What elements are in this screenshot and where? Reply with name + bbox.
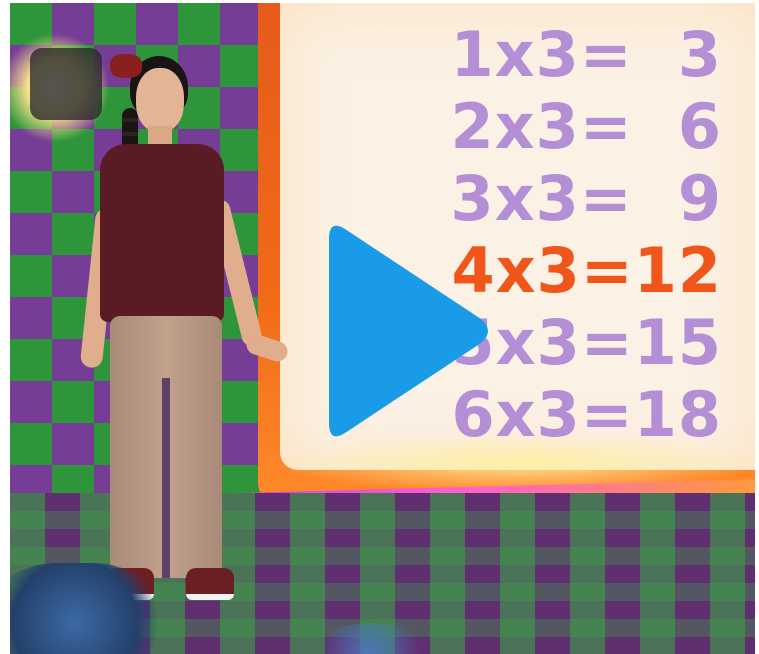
video-player[interactable]: 1x3= 3 2x3= 6 3x3= 9 4x3=12 5x3=15 6x3=1…	[10, 3, 755, 654]
presenter-right-shoe	[186, 568, 234, 600]
presenter-head	[136, 68, 184, 132]
studio-light-housing	[30, 48, 102, 120]
play-button[interactable]	[315, 211, 495, 451]
fact-row: 6x3=18	[451, 378, 722, 451]
play-icon	[329, 225, 488, 437]
fact-row: 5x3=15	[451, 306, 722, 379]
foreground-blur	[10, 563, 160, 654]
times-table: 1x3= 3 2x3= 6 3x3= 9 4x3=12 5x3=15 6x3=1…	[422, 19, 722, 451]
fact-row: 3x3= 9	[450, 162, 722, 235]
presenter-leg-gap	[162, 378, 170, 578]
presenter-bow	[110, 54, 142, 78]
fact-row-highlighted: 4x3=12	[451, 234, 722, 307]
presenter-shirt	[100, 144, 224, 322]
presenter-neck	[148, 126, 172, 148]
fact-row: 1x3= 3	[450, 18, 722, 91]
fact-row: 2x3= 6	[450, 90, 722, 163]
presenter	[78, 48, 298, 618]
presenter-right-hand	[243, 332, 291, 364]
